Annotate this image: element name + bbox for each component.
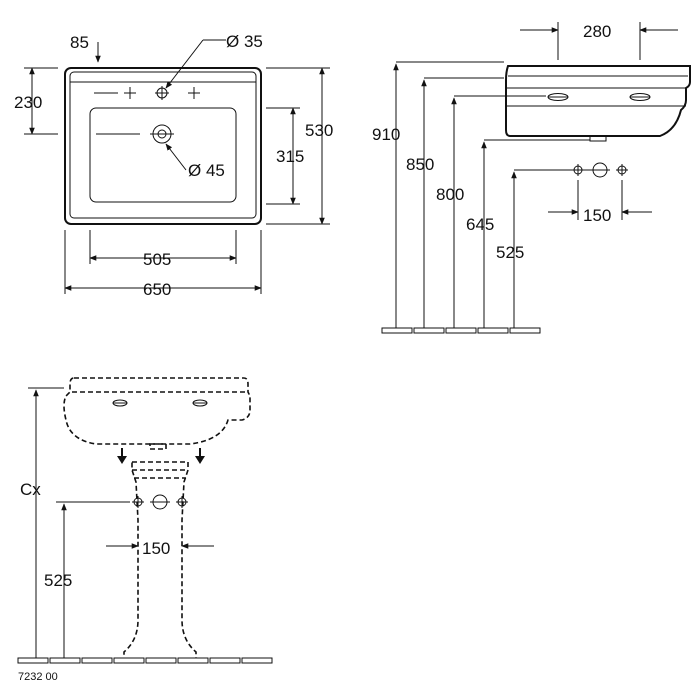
arrow-down-icon (117, 448, 127, 464)
dim-width: 650 (143, 280, 171, 299)
floor-side (381, 327, 541, 334)
dim-height-total: 910 (372, 125, 400, 144)
pedestal-outline (123, 461, 197, 661)
dim-supply-spacing-front: 150 (142, 539, 170, 558)
supply-points-side (572, 162, 628, 178)
top-view: 85 Ø 35 230 530 315 Ø 45 505 6 (14, 32, 333, 299)
dim-waste-pos: 315 (276, 147, 304, 166)
waste-hole-icon (150, 124, 174, 144)
front-view: Cx 525 150 (17, 377, 273, 664)
dim-height-supply: 525 (496, 243, 524, 262)
dim-inner-width: 505 (143, 250, 171, 269)
tap-hole-icon (155, 86, 169, 100)
side-view: 280 910 850 800 645 525 (372, 22, 691, 334)
dim-height-waste: 645 (466, 215, 494, 234)
dim-tap-hole: Ø 35 (226, 32, 263, 51)
dim-height-supply-front: 525 (44, 571, 72, 590)
arrow-down-icon (195, 448, 205, 464)
dim-tap-depth: 230 (14, 93, 42, 112)
supply-points-front (132, 494, 188, 510)
dim-waste-hole: Ø 45 (188, 161, 225, 180)
dim-height-rim: 850 (406, 155, 434, 174)
basin-outline-top (64, 67, 262, 225)
bowl-inner-top (89, 107, 237, 203)
dim-supply-spacing-side: 150 (583, 206, 611, 225)
tap-hole-left-icon (124, 87, 136, 99)
floor-front (17, 657, 273, 664)
dim-height-bowl: 800 (436, 185, 464, 204)
product-code: 7232 00 (18, 671, 58, 683)
dim-height-cx: Cx (20, 480, 41, 499)
basin-rim-top (69, 71, 257, 219)
dim-depth: 530 (305, 121, 333, 140)
dim-tap-offset: 85 (70, 33, 89, 52)
basin-side-outline (505, 65, 691, 137)
basin-front-dashed (63, 377, 251, 445)
tap-hole-right-icon (188, 87, 200, 99)
dim-projection: 280 (583, 22, 611, 41)
